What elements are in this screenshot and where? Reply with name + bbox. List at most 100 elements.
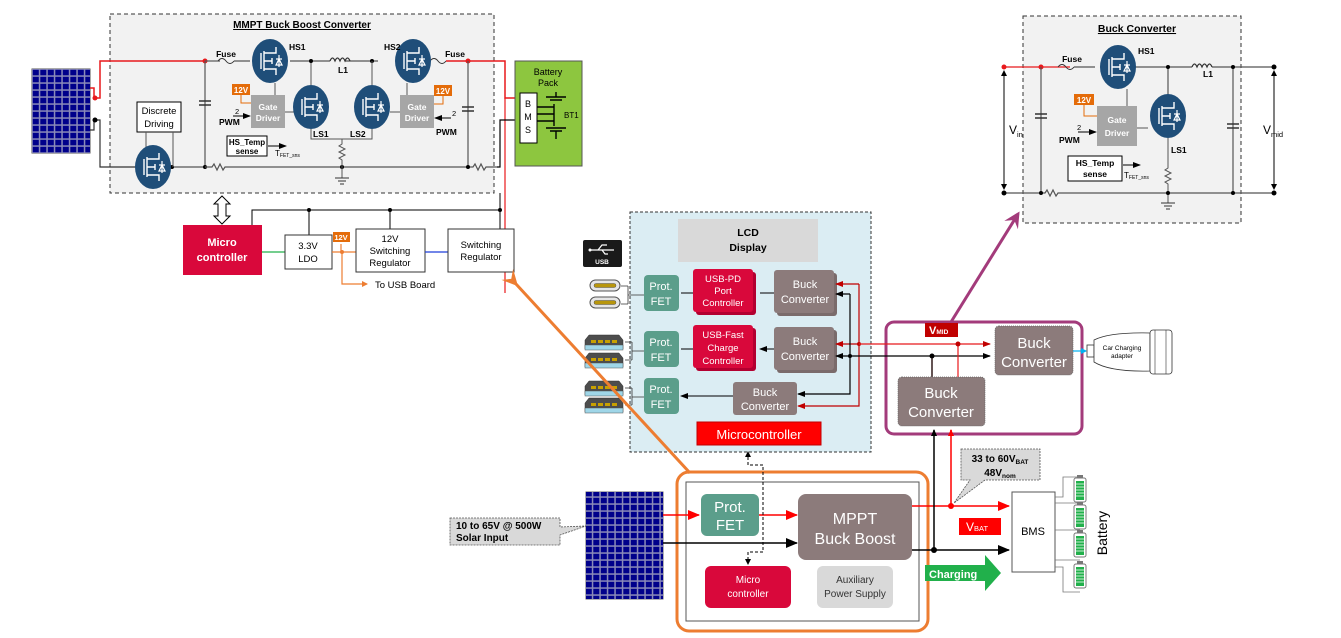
solar-panel-icon — [31, 68, 91, 154]
switching-reg-label-1: Switching — [461, 240, 502, 251]
switching-12v-label-2: Switching — [370, 246, 411, 257]
bms-letter-s: S — [525, 125, 531, 135]
gate-driver-2-label-2: Driver — [405, 113, 430, 123]
usb-fast-label-2: Charge — [707, 343, 738, 354]
car-buck-top-label-2: Converter — [1001, 354, 1067, 371]
fuse-left-icon — [217, 58, 235, 64]
vbat-badge — [959, 518, 1001, 535]
usb-buck-1-label-1: Buck — [793, 279, 818, 291]
buck-detail-title: Buck Converter — [1098, 23, 1176, 35]
badge-12v-1 — [232, 84, 250, 95]
buck-hs-temp-label-1: HS_Temp — [1076, 158, 1115, 168]
usb-fast-label-1: USB-Fast — [702, 330, 744, 341]
switching-12v-label-3: Regulator — [369, 258, 410, 269]
lcd-label-1: LCD — [737, 227, 759, 239]
usb-buck-2-label-1: Buck — [793, 336, 818, 348]
usb-prot-fet-3-label-2: FET — [651, 399, 672, 411]
buck-pwm-label: PWM — [1059, 135, 1080, 145]
vbat-range-callout: 33 to 60VBAT 48Vnom — [953, 448, 1041, 504]
discrete-driving-box — [136, 101, 182, 133]
switching-reg-label-2: Regulator — [460, 252, 501, 263]
usb-pd-controller-box — [693, 269, 753, 312]
buck-gate-label-1: Gate — [1108, 115, 1127, 125]
main-solar-panel-icon — [585, 491, 664, 600]
usb-buck-3-label-1: Buck — [753, 387, 778, 399]
battery-cell-4-icon — [1073, 560, 1087, 589]
switching-12v-label-1: 12V — [382, 234, 400, 245]
car-block-frame — [884, 320, 1084, 436]
hs1-mosfet-icon — [251, 38, 289, 84]
aux-microcontroller-box — [183, 225, 262, 275]
main-power-block: 10 to 65V @ 500W Solar Input Prot. FET M… — [449, 429, 1110, 633]
car-charging-adapter-icon[interactable]: Car Charging adapter — [1086, 329, 1173, 375]
main-prot-fet-label-1: Prot. — [714, 499, 746, 516]
usb-c-port-2-icon[interactable] — [589, 296, 621, 309]
usb-a-port-1-icon[interactable] — [584, 334, 624, 351]
usb-buck-3-label-2: Converter — [741, 401, 790, 413]
usb-prot-fet-2-box — [644, 331, 679, 367]
ground-icon — [335, 177, 349, 185]
battery-cell-1-icon — [1073, 474, 1087, 503]
capacitor-in-icon — [199, 100, 211, 106]
car-charging-block: VMID Buck Converter Buck Converter Car C… — [850, 320, 1173, 436]
usb-logo-label: USB — [595, 259, 609, 266]
vbat-badge-label: VBAT — [966, 520, 988, 534]
capacitor-out-icon — [462, 106, 474, 112]
buck-capacitors-icon — [1035, 113, 1239, 129]
ls2-mosfet-icon — [353, 84, 391, 130]
usb-buck-2-box — [774, 327, 834, 370]
badge-12v-1-label: 12V — [234, 86, 249, 95]
vmid-detail-label: Vmid — [1263, 123, 1283, 139]
discrete-driving-label-2: Driving — [144, 119, 174, 130]
main-micro-label-1: Micro — [736, 575, 761, 586]
switching-regulator-box — [447, 228, 515, 273]
aux-micro-label-2: controller — [197, 252, 248, 264]
lcd-label-2: Display — [729, 242, 767, 254]
badge-12v-2 — [434, 85, 452, 96]
gate-driver-2-box — [400, 95, 434, 128]
usb-pd-label-3: Controller — [702, 298, 743, 309]
buck-ls1-mosfet-icon — [1149, 93, 1187, 139]
pwm-1-label: PWM — [219, 117, 240, 127]
charging-label: Charging — [929, 569, 977, 581]
car-adapter-label-2: adapter — [1111, 353, 1134, 360]
usb-prot-fet-1-label-2: FET — [651, 296, 672, 308]
hs-temp-label-1: HS_Temp — [229, 138, 265, 147]
bms-letter-b: B — [525, 99, 531, 109]
mppt-buck-boost-detail: MMPT Buck Boost Converter Fuse L1 Fuse — [31, 13, 583, 293]
ldo-label-1: 3.3V — [298, 241, 318, 252]
buck-pwm-count: 2 — [1077, 123, 1081, 132]
usb-prot-fet-1-label-1: Prot. — [649, 281, 672, 293]
battery-pack-label-1: Battery — [534, 67, 563, 77]
usb-pd-label-1: USB-PD — [705, 274, 741, 285]
buck-gate-driver-box — [1097, 106, 1137, 146]
buck-hs1-mosfet-icon — [1099, 44, 1137, 90]
discrete-driving-label-1: Discrete — [142, 106, 177, 117]
buck-hs-temp-label-2: sense — [1083, 169, 1107, 179]
usb-microcontroller-label: Microcontroller — [716, 427, 802, 442]
usb-buck-3-box — [733, 382, 797, 415]
bms-letter-m: M — [524, 112, 532, 122]
usb-buck-2-label-2: Converter — [781, 351, 830, 363]
usb-a-port-4-icon[interactable] — [584, 397, 624, 414]
gate-driver-1-label-2: Driver — [256, 113, 281, 123]
bms-label: BMS — [1021, 526, 1045, 538]
usb-prot-fet-1-box — [644, 275, 679, 311]
vmid-badge — [925, 323, 958, 337]
hs2-label: HS2 — [384, 42, 401, 52]
buck-ground-icon — [1161, 202, 1175, 210]
pwm-1-count: 2 — [235, 107, 239, 116]
mppt-detail-title: MMPT Buck Boost Converter — [233, 20, 371, 31]
usb-c-port-1-icon[interactable] — [589, 279, 621, 292]
ls1-mosfet-icon — [292, 84, 330, 130]
gate-driver-2-label-1: Gate — [408, 102, 427, 112]
car-buck-top-label-1: Buck — [1017, 335, 1051, 352]
lcd-display-box[interactable] — [678, 219, 818, 262]
pwm-2-count: 2 — [452, 109, 456, 118]
orange-zoom-arrow — [501, 269, 692, 475]
ldo-box — [284, 234, 333, 270]
battery-pack-label-2: Pack — [538, 78, 559, 88]
ls2-label: LS2 — [350, 129, 366, 139]
fuse-right-icon — [429, 58, 447, 64]
